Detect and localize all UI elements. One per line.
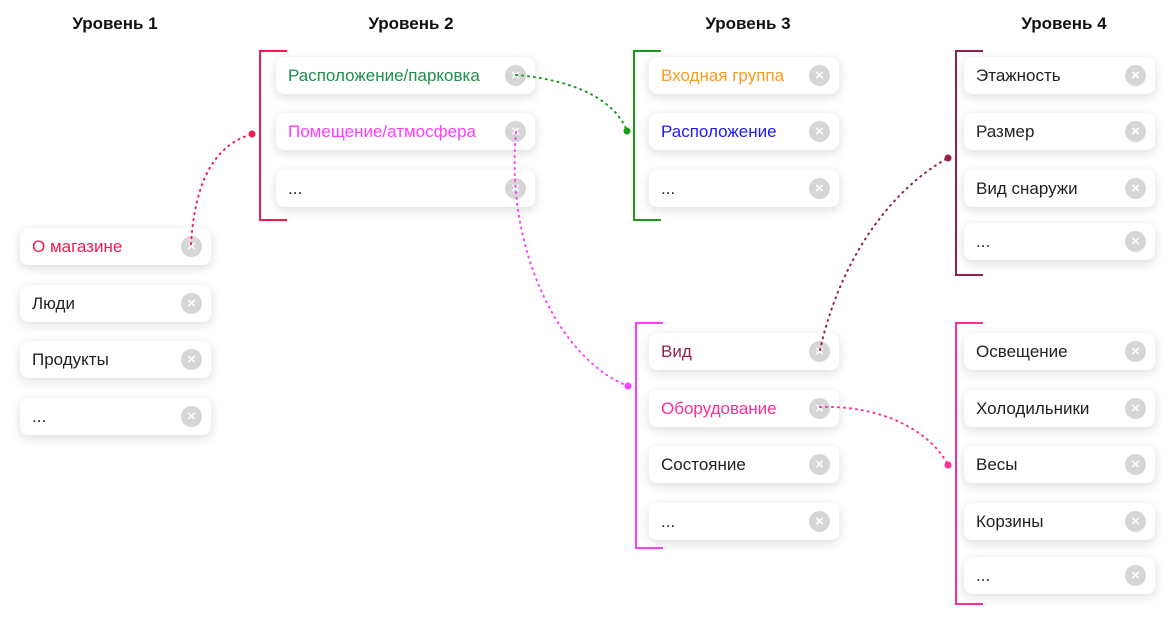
category-chip-level1[interactable]: О магазине × — [20, 228, 211, 265]
remove-icon[interactable]: × — [1125, 341, 1146, 362]
remove-icon[interactable]: × — [809, 341, 830, 362]
remove-icon[interactable]: × — [1125, 65, 1146, 86]
category-chip-level4-b[interactable]: Холодильники × — [964, 390, 1155, 427]
chip-label: Люди — [32, 293, 75, 313]
chip-label: Весы — [976, 454, 1018, 474]
connector-o-magazine — [190, 133, 253, 245]
category-chip-level4-a[interactable]: ... × — [964, 223, 1155, 260]
remove-icon[interactable]: × — [1125, 398, 1146, 419]
remove-icon[interactable]: × — [809, 511, 830, 532]
connector-dot — [624, 382, 632, 390]
remove-icon[interactable]: × — [809, 454, 830, 475]
remove-icon[interactable]: × — [181, 236, 202, 257]
chip-label: Размер — [976, 121, 1035, 141]
category-chip-level3-a[interactable]: Расположение × — [649, 113, 839, 150]
connector-vid — [819, 157, 949, 351]
connector-dot — [248, 130, 256, 138]
chip-label: Холодильники — [976, 398, 1090, 418]
category-chip-level2[interactable]: Помещение/атмосфера× — [276, 113, 535, 150]
remove-icon[interactable]: × — [181, 293, 202, 314]
remove-icon[interactable]: × — [1125, 565, 1146, 586]
category-chip-level3-b[interactable]: ... × — [649, 503, 839, 540]
remove-icon[interactable]: × — [1125, 231, 1146, 252]
bracket-level3-a — [633, 50, 661, 221]
remove-icon[interactable]: × — [809, 178, 830, 199]
chip-label: Оборудование — [661, 398, 777, 418]
remove-icon[interactable]: × — [181, 406, 202, 427]
chip-label: Расположение/парковка — [288, 65, 480, 85]
chip-label: ... — [661, 511, 676, 531]
remove-icon[interactable]: × — [809, 121, 830, 142]
category-chip-level1[interactable]: Продукты × — [20, 341, 211, 378]
category-chip-level2[interactable]: ... × — [276, 170, 535, 207]
remove-icon[interactable]: × — [1125, 121, 1146, 142]
bracket-level2 — [259, 50, 287, 221]
category-chip-level4-a[interactable]: Вид снаружи × — [964, 170, 1155, 207]
chip-label: ... — [32, 406, 47, 426]
chip-label: Помещение/атмосфера — [288, 121, 476, 141]
chip-label: Вид — [661, 341, 692, 361]
category-chip-level4-b[interactable]: Освещение × — [964, 333, 1155, 370]
category-chip-level4-a[interactable]: Этажность × — [964, 57, 1155, 94]
header-level-3: Уровень 3 — [705, 14, 791, 33]
category-chip-level3-a[interactable]: Входная группа × — [649, 57, 839, 94]
remove-icon[interactable]: × — [181, 349, 202, 370]
bracket-level3-b — [635, 322, 663, 549]
connector-dot — [623, 127, 631, 135]
header-level-4: Уровень 4 — [1021, 14, 1107, 33]
connector-dot — [944, 154, 952, 162]
remove-icon[interactable]: × — [1125, 454, 1146, 475]
connector-pomeshchenie — [513, 131, 629, 387]
category-chip-level4-b[interactable]: Корзины × — [964, 503, 1155, 540]
category-chip-level1[interactable]: Люди × — [20, 285, 211, 322]
chip-label: Состояние — [661, 454, 746, 474]
category-chip-level3-b[interactable]: Состояние × — [649, 446, 839, 483]
chip-label: Вид снаружи — [976, 178, 1078, 198]
chip-label: Этажность — [976, 65, 1061, 85]
header-level-1: Уровень 1 — [72, 14, 158, 33]
chip-label: ... — [976, 565, 991, 585]
connector-dot — [944, 461, 952, 469]
chip-label: Освещение — [976, 341, 1068, 361]
category-chip-level4-a[interactable]: Размер × — [964, 113, 1155, 150]
bracket-level4-b — [955, 322, 983, 605]
chip-label: Входная группа — [661, 65, 785, 85]
chip-label: ... — [288, 178, 303, 198]
bracket-level4-a — [955, 50, 983, 276]
category-chip-level3-b[interactable]: Вид × — [649, 333, 839, 370]
category-chip-level4-b[interactable]: Весы × — [964, 446, 1155, 483]
remove-icon[interactable]: × — [1125, 178, 1146, 199]
header-level-2: Уровень 2 — [368, 14, 454, 33]
chip-label: ... — [976, 231, 991, 251]
category-chip-level3-a[interactable]: ... × — [649, 170, 839, 207]
remove-icon[interactable]: × — [1125, 511, 1146, 532]
chip-label: ... — [661, 178, 676, 198]
remove-icon[interactable]: × — [809, 398, 830, 419]
connector-oborudovanie — [819, 405, 949, 466]
category-chip-level3-b[interactable]: Оборудование × — [649, 390, 839, 427]
chip-label: Корзины — [976, 511, 1044, 531]
chip-label: О магазине — [32, 236, 123, 256]
chip-label: Расположение — [661, 121, 777, 141]
chip-label: Продукты — [32, 349, 109, 369]
category-chip-level1[interactable]: ... × — [20, 398, 211, 435]
category-chip-level4-b[interactable]: ... × — [964, 557, 1155, 594]
remove-icon[interactable]: × — [505, 178, 526, 199]
remove-icon[interactable]: × — [809, 65, 830, 86]
connector-raspolozhenie — [515, 74, 628, 132]
